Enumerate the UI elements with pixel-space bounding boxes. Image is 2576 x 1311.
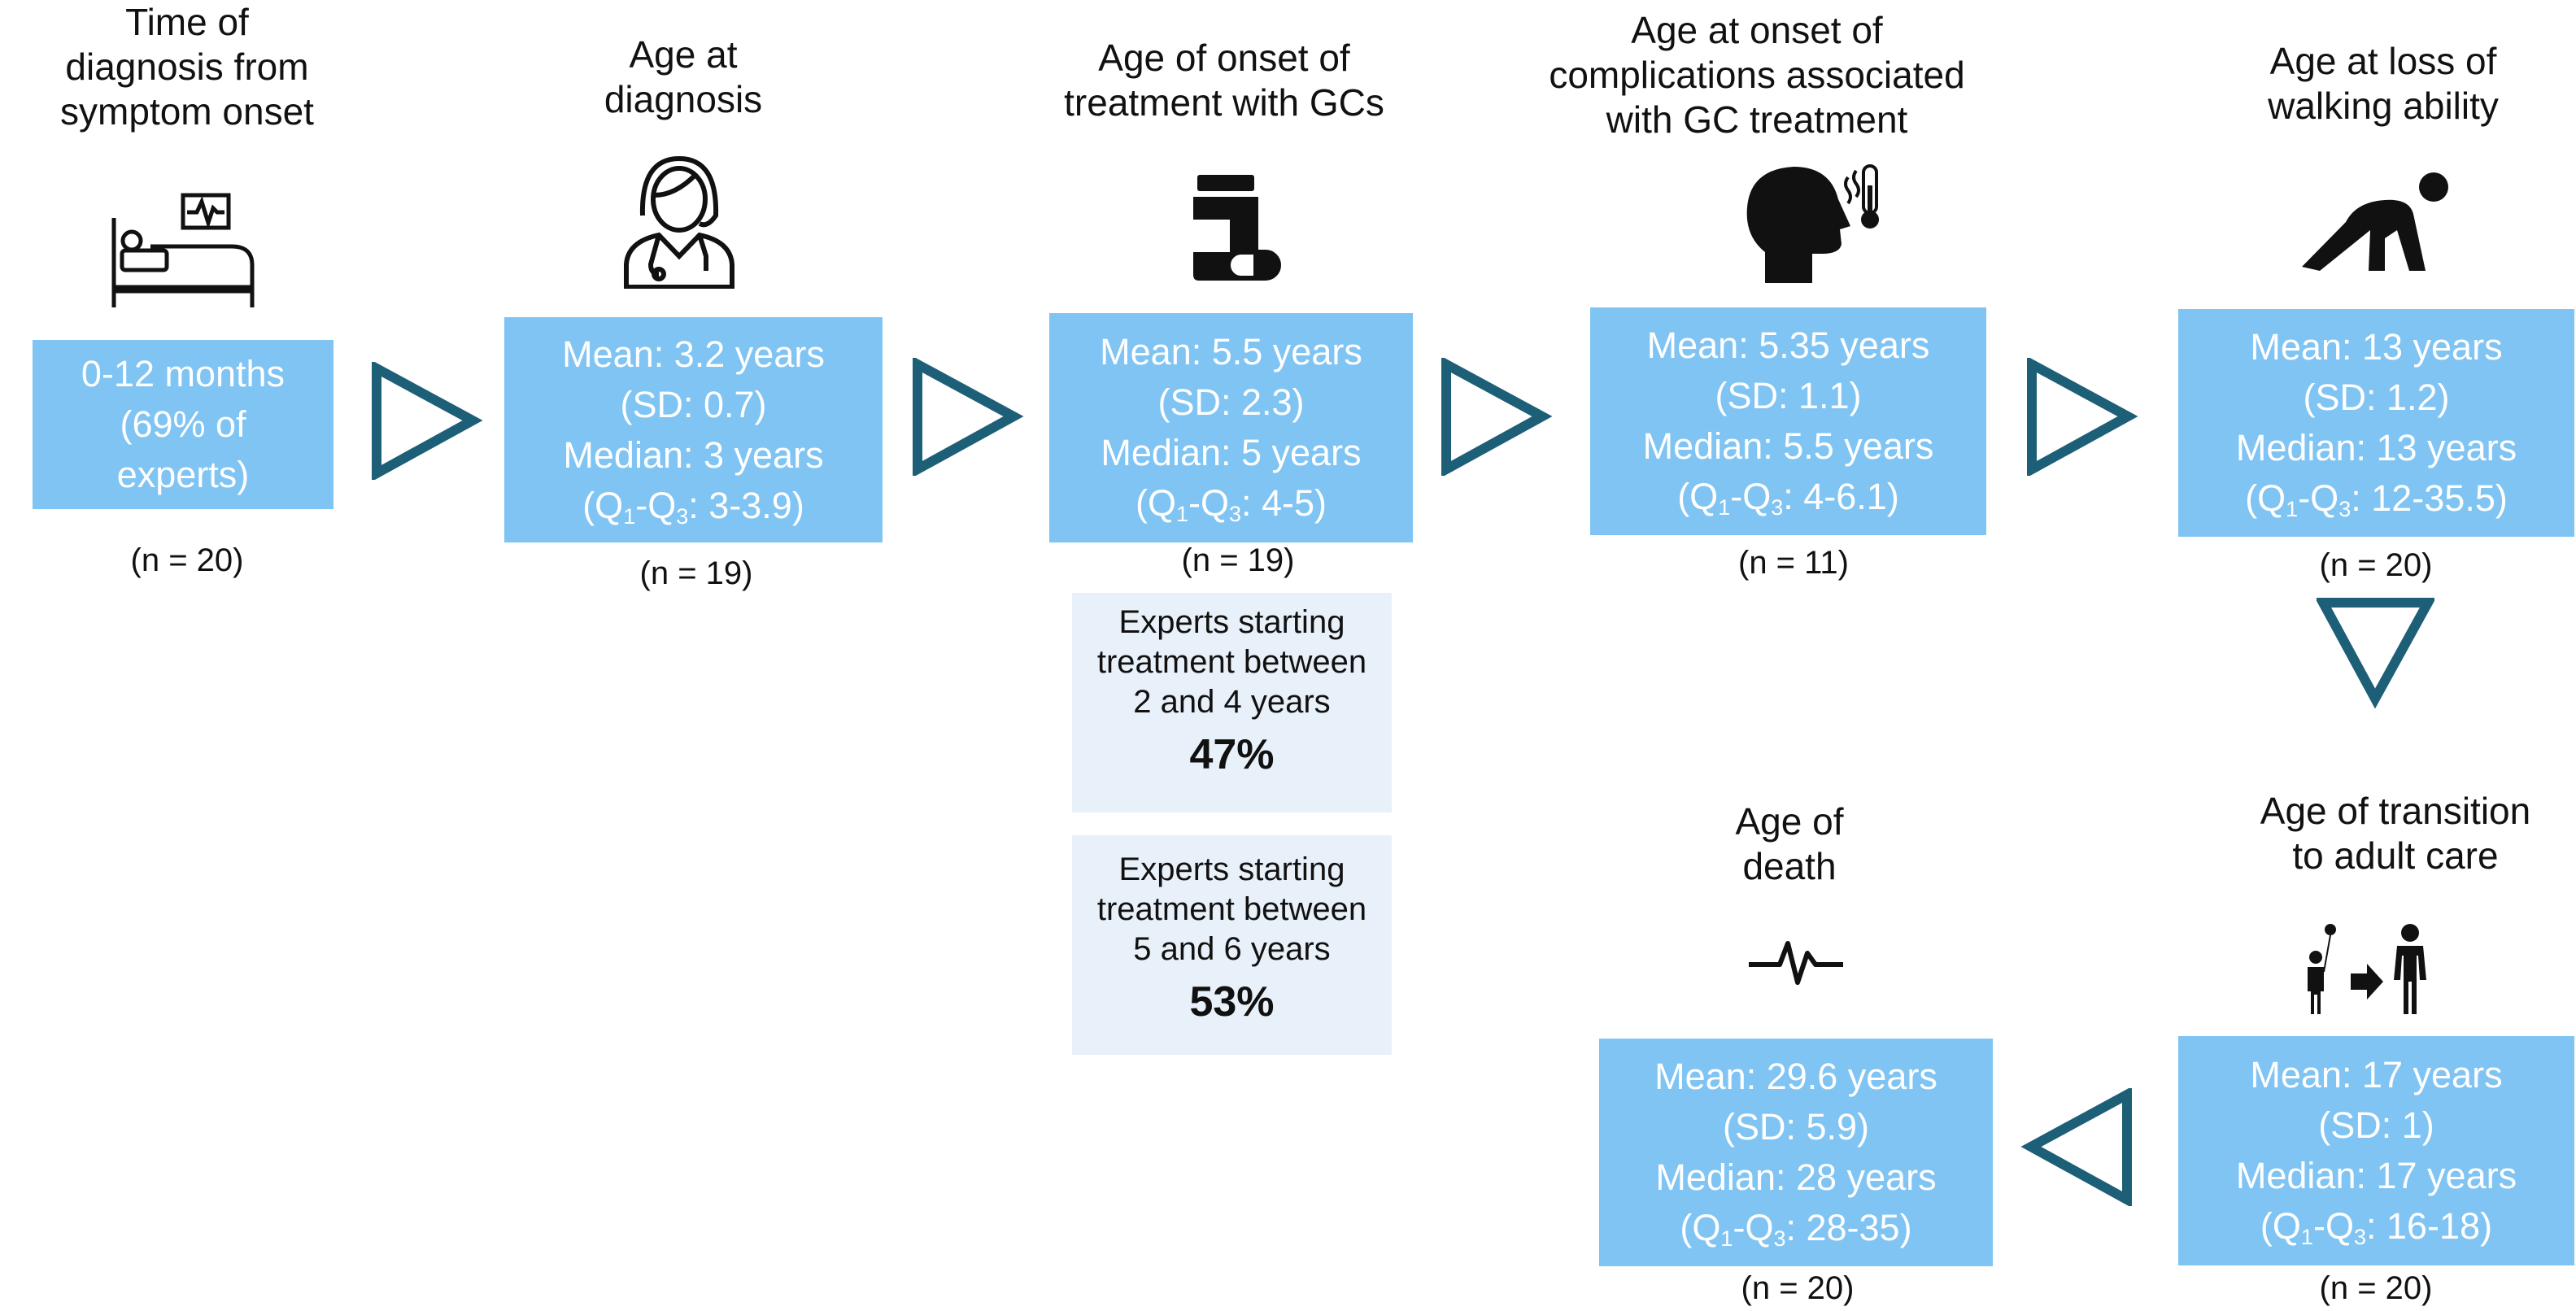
interquartile-range: (Q1-Q3: 28-35) (1680, 1207, 1912, 1251)
arrow-down (2317, 598, 2434, 709)
experts-box-5-to-6-years: Experts starting treatment between 5 and… (1072, 835, 1392, 1055)
stat-box-age-at-diagnosis: Mean: 3.2 years (SD: 0.7) Median: 3 year… (504, 317, 883, 542)
sample-size-age-of-death: (n = 20) (1741, 1270, 1855, 1306)
stat-box-loss-of-walking: Mean: 13 years (SD: 1.2) Median: 13 year… (2178, 309, 2574, 537)
doctor-icon (624, 155, 734, 289)
arrow-left (2020, 1088, 2132, 1206)
stat-box-diagnosis-time: 0-12 months (69% of experts) (33, 340, 333, 509)
interquartile-range: (Q1-Q3: 3-3.9) (582, 484, 804, 529)
interquartile-range: (Q1-Q3: 16-18) (2260, 1205, 2493, 1249)
sample-size-diagnosis-time: (n = 20) (130, 542, 244, 578)
experts-percentage: 53% (1189, 978, 1275, 1026)
sample-size-gc-complications: (n = 11) (1738, 545, 1849, 581)
arrow-right-3 (1441, 358, 1553, 476)
stat-box-adult-care-transition: Mean: 17 years (SD: 1) Median: 17 years … (2178, 1036, 2574, 1265)
stat-box-gc-complications: Mean: 5.35 years (SD: 1.1) Median: 5.5 y… (1590, 307, 1986, 535)
child-to-adult-icon (2308, 924, 2426, 1014)
experts-box-2-to-4-years: Experts starting treatment between 2 and… (1072, 593, 1392, 812)
stat-box-gc-treatment-onset: Mean: 5.5 years (SD: 2.3) Median: 5 year… (1049, 313, 1413, 542)
step-title-adult-care-transition: Age of transition to adult care (2260, 790, 2531, 877)
fever-head-thermometer-icon (1746, 164, 1879, 283)
step-title-age-at-diagnosis: Age at diagnosis (604, 33, 763, 120)
crawling-person-icon (2302, 172, 2448, 271)
sample-size-adult-care-transition: (n = 20) (2319, 1270, 2433, 1306)
step-title-gc-complications: Age at onset of complications associated… (1549, 9, 1965, 141)
sample-size-loss-of-walking: (n = 20) (2319, 547, 2433, 583)
stat-box-age-of-death: Mean: 29.6 years (SD: 5.9) Median: 28 ye… (1599, 1039, 1993, 1266)
step-title-loss-of-walking: Age at loss of walking ability (2268, 40, 2499, 127)
flatline-pulse-icon (1749, 941, 1843, 985)
step-title-age-of-death: Age of death (1735, 800, 1844, 887)
interquartile-range: (Q1-Q3: 4-5) (1135, 482, 1327, 526)
sample-size-age-at-diagnosis: (n = 19) (639, 555, 753, 591)
interquartile-range: (Q1-Q3: 12-35.5) (2245, 477, 2508, 521)
sample-size-gc-treatment-onset: (n = 19) (1181, 542, 1295, 578)
arrow-right-4 (2027, 358, 2138, 476)
medicine-bottle-pill-icon (1193, 175, 1281, 281)
hospital-bed-monitor-icon (111, 193, 255, 307)
arrow-right-2 (913, 358, 1024, 476)
step-title-gc-treatment-onset: Age of onset of treatment with GCs (1064, 37, 1384, 124)
arrow-right-1 (372, 362, 483, 480)
experts-percentage: 47% (1189, 731, 1275, 778)
step-title-diagnosis-time: Time of diagnosis from symptom onset (60, 1, 314, 133)
interquartile-range: (Q1-Q3: 4-6.1) (1677, 476, 1899, 520)
